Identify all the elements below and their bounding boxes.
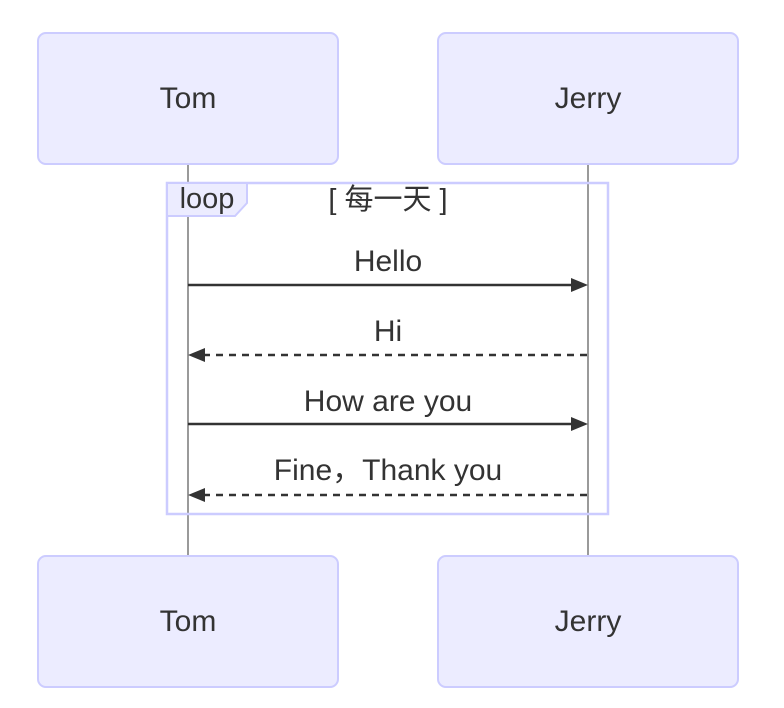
message-label-fine-thank-you: Fine，Thank you: [273, 453, 503, 487]
arrowhead-left-hi: [188, 348, 205, 362]
message-label-hello: Hello: [353, 244, 423, 278]
message-label-hi: Hi: [373, 314, 403, 348]
actor-label-jerry-top: Jerry: [554, 82, 622, 115]
actor-box-tom-bottom: [37, 555, 339, 688]
loop-keyword-label: loop: [179, 182, 235, 215]
actor-label-tom-top: Tom: [159, 82, 217, 115]
actor-box-jerry-top: [437, 32, 739, 165]
arrowhead-left-fine-thank-you: [188, 488, 205, 502]
actor-box-jerry-bottom: [437, 555, 739, 688]
loop-frame: [165, 181, 610, 516]
arrowhead-right-hello: [571, 278, 588, 292]
message-label-how-are-you: How are you: [303, 384, 473, 418]
loop-condition-label: [ 每一天 ]: [328, 184, 448, 217]
actor-label-jerry-bottom: Jerry: [554, 605, 622, 638]
actor-box-tom-top: [37, 32, 339, 165]
loop-label-box: [166, 182, 248, 217]
actor-label-tom-bottom: Tom: [159, 605, 217, 638]
arrowhead-right-how-are-you: [571, 417, 588, 431]
